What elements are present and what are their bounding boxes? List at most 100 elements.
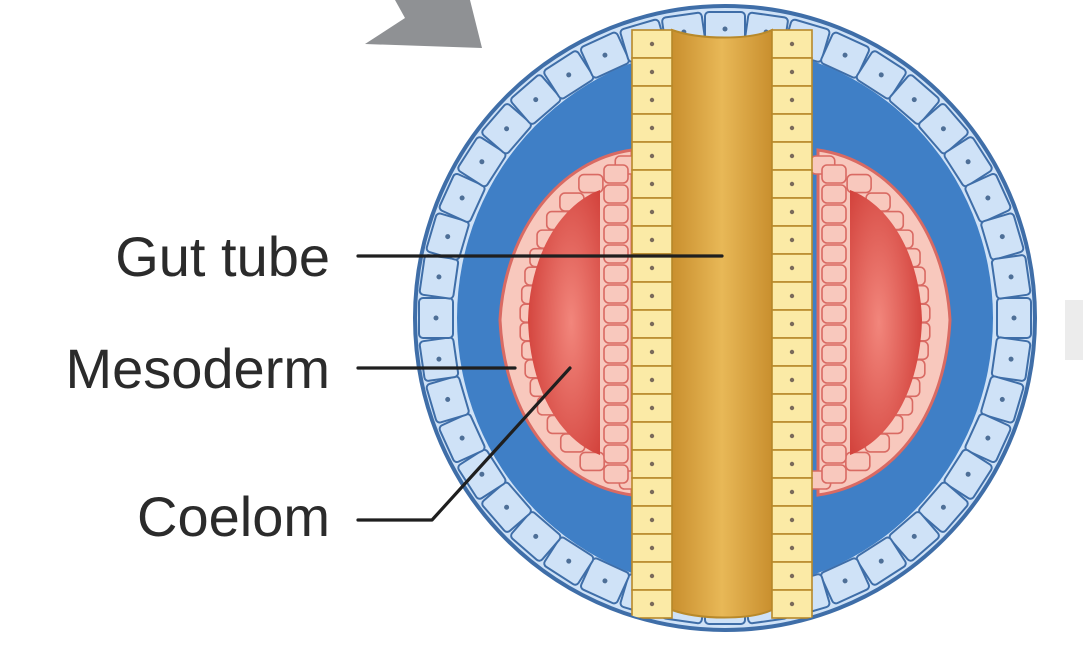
label-gut-tube: Gut tube <box>115 225 330 288</box>
label-coelom: Coelom <box>137 485 330 548</box>
endoderm-cell <box>771 533 813 563</box>
ectoderm-cell <box>579 31 630 79</box>
mesoderm-cell <box>821 404 847 424</box>
ectoderm-cell <box>481 481 532 533</box>
endoderm-cells-right <box>771 29 813 619</box>
ectoderm-cell <box>418 336 460 382</box>
endoderm-cell <box>631 533 673 563</box>
endoderm-cell <box>631 253 673 283</box>
edge-fragment-shape <box>1065 300 1083 360</box>
endoderm-cell <box>771 449 813 479</box>
ectoderm-cell <box>990 254 1032 300</box>
ectoderm-cell <box>943 136 993 188</box>
endoderm-cell <box>631 309 673 339</box>
endoderm-cell <box>771 505 813 535</box>
ectoderm-cell <box>543 536 595 586</box>
mesoderm-cell <box>603 364 629 384</box>
mesoderm-cell <box>846 173 872 194</box>
endoderm-cell <box>631 477 673 507</box>
endoderm-cell <box>631 505 673 535</box>
mesoderm-cell <box>821 244 847 264</box>
endoderm-cell <box>631 281 673 311</box>
mesoderm-cell <box>603 464 629 484</box>
ectoderm-cell <box>964 413 1012 464</box>
mesoderm-cell <box>821 324 847 344</box>
mesoderm-cell <box>603 424 629 444</box>
ectoderm-cell <box>990 336 1032 382</box>
endoderm-cell <box>771 477 813 507</box>
mesoderm-cell <box>821 384 847 404</box>
endoderm-cell <box>771 225 813 255</box>
mesoderm-cell <box>603 404 629 424</box>
ectoderm-cell <box>579 557 630 605</box>
label-mesoderm: Mesoderm <box>65 337 330 400</box>
endoderm-cell <box>771 589 813 619</box>
ectoderm-cell <box>457 448 507 500</box>
ectoderm-cell <box>855 50 907 100</box>
endoderm-cell <box>771 253 813 283</box>
endoderm-cell <box>631 449 673 479</box>
endoderm-cell <box>771 365 813 395</box>
endoderm-cell <box>771 393 813 423</box>
endoderm-cell <box>771 421 813 451</box>
endoderm-cell <box>771 141 813 171</box>
mesoderm-cell <box>821 164 847 184</box>
mesoderm-cell <box>603 224 629 244</box>
mesoderm-cell <box>821 224 847 244</box>
embryo-cross-section <box>413 4 1037 632</box>
ectoderm-cell <box>510 511 562 562</box>
ectoderm-cell <box>438 413 486 464</box>
endoderm-cell <box>771 85 813 115</box>
mesoderm-cell <box>821 444 847 464</box>
mesoderm-cell <box>603 264 629 284</box>
ectoderm-cell <box>481 103 532 155</box>
mesoderm-cell <box>821 464 847 484</box>
ectoderm-cell <box>918 481 969 533</box>
endoderm-cell <box>631 29 673 59</box>
endoderm-cell <box>771 197 813 227</box>
endoderm-cell <box>631 561 673 591</box>
mesoderm-cell <box>603 244 629 264</box>
ectoderm-cell <box>457 136 507 188</box>
endoderm-cell <box>631 57 673 87</box>
ectoderm-cell <box>418 254 460 300</box>
mesoderm-cell <box>821 284 847 304</box>
mesoderm-cell <box>603 444 629 464</box>
ectoderm-cell <box>438 172 486 223</box>
mesoderm-cell <box>603 324 629 344</box>
endoderm-cell <box>771 29 813 59</box>
coelom-right <box>850 190 922 455</box>
mesoderm-cell <box>603 284 629 304</box>
ectoderm-cell <box>943 448 993 500</box>
ectoderm-cell <box>543 50 595 100</box>
ectoderm-cell <box>510 74 562 125</box>
endoderm-cell <box>631 365 673 395</box>
ectoderm-cell <box>964 172 1012 223</box>
gut-tube <box>631 28 813 619</box>
ectoderm-cell <box>918 103 969 155</box>
mesoderm-cell <box>603 204 629 224</box>
endoderm-cell <box>771 309 813 339</box>
mesoderm-cell <box>821 304 847 324</box>
ectoderm-cell <box>820 31 871 79</box>
endoderm-cell <box>631 197 673 227</box>
endoderm-cell <box>771 169 813 199</box>
mesoderm-cell <box>821 204 847 224</box>
endoderm-cell <box>631 589 673 619</box>
endoderm-cell <box>631 225 673 255</box>
endoderm-cell <box>631 337 673 367</box>
endoderm-cell <box>631 113 673 143</box>
mesoderm-cell <box>603 184 629 204</box>
ectoderm-cell <box>855 536 907 586</box>
gut-lumen <box>671 28 773 619</box>
mesoderm-cell <box>821 364 847 384</box>
endoderm-cell <box>631 169 673 199</box>
mesoderm-cell <box>603 304 629 324</box>
endoderm-cell <box>771 561 813 591</box>
ectoderm-cells <box>418 11 1032 625</box>
endoderm-cell <box>631 85 673 115</box>
mesoderm-cell <box>821 424 847 444</box>
endoderm-cells-left <box>631 29 673 619</box>
ectoderm-cell <box>888 74 940 125</box>
